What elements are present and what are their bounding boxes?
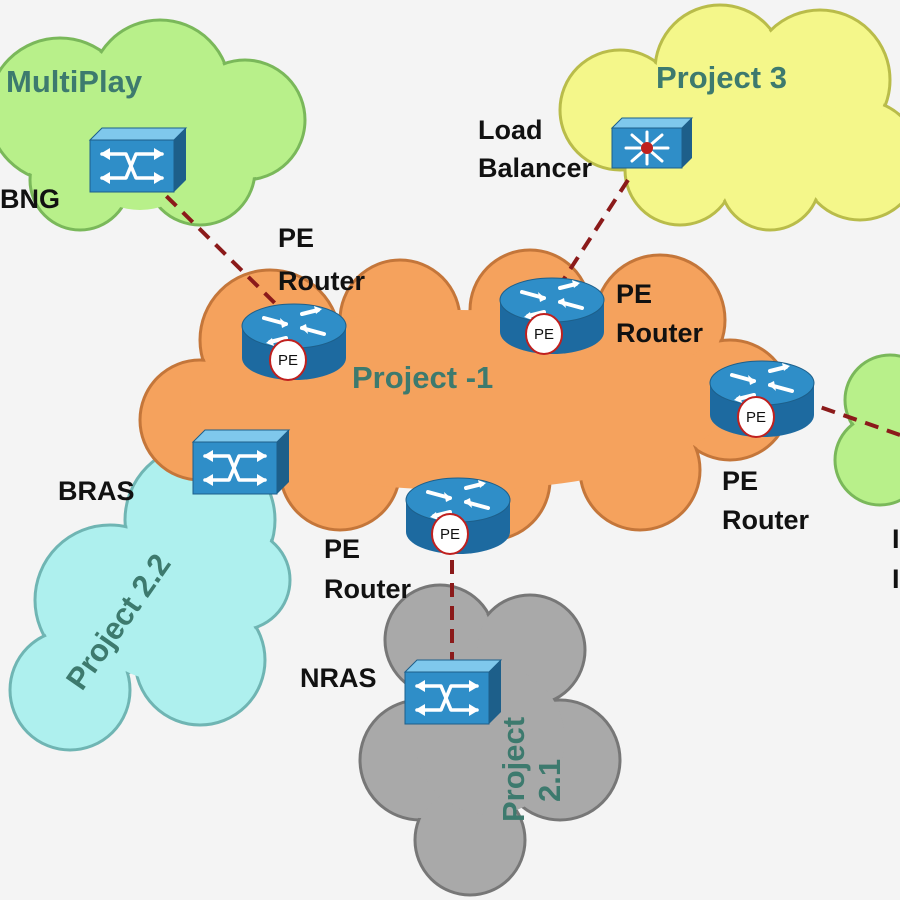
nras-switch-icon bbox=[403, 658, 503, 726]
label-pe-top-left-line1: PE bbox=[278, 223, 314, 253]
link-lb-pe bbox=[558, 178, 630, 287]
link-bng-pe bbox=[148, 178, 294, 322]
label-pe-top-right-line2: Router bbox=[616, 318, 703, 348]
cloud-title-project21: Project 2.1 bbox=[496, 717, 567, 822]
label-pe-top-left-line2: Router bbox=[278, 266, 365, 296]
pe-router-top-right: PE bbox=[498, 276, 606, 356]
cloud-title-project1: Project -1 bbox=[352, 360, 493, 395]
label-nras: NRAS bbox=[300, 663, 377, 693]
pe-badge: PE bbox=[746, 409, 766, 426]
bng-switch-icon bbox=[88, 126, 188, 194]
label-right-edge-line1: I bbox=[892, 524, 900, 554]
cloud-title-project3: Project 3 bbox=[656, 60, 787, 95]
link-pe-right bbox=[799, 398, 900, 437]
label-pe-bottom-line1: PE bbox=[324, 534, 360, 564]
label-pe-top-right-line1: PE bbox=[616, 279, 652, 309]
cloud-right-partial bbox=[833, 353, 900, 507]
pe-badge: PE bbox=[278, 352, 298, 369]
cloud-title-multiplay: MultiPlay bbox=[6, 64, 143, 99]
cloud-project3 bbox=[558, 3, 900, 232]
pe-badge: PE bbox=[534, 326, 554, 343]
pe-router-right: PE bbox=[708, 359, 816, 439]
load-balancer-icon bbox=[610, 116, 694, 170]
label-pe-right-line1: PE bbox=[722, 466, 758, 496]
label-bras: BRAS bbox=[58, 476, 135, 506]
label-right-edge-line2: I bbox=[892, 564, 900, 594]
label-pe-right-line2: Router bbox=[722, 505, 809, 535]
bras-switch-icon bbox=[191, 428, 291, 496]
cloud-project21 bbox=[358, 583, 622, 897]
cloud-project22 bbox=[8, 443, 292, 752]
pe-router-top-left: PE bbox=[240, 302, 348, 382]
label-load-balancer-line1: Load bbox=[478, 115, 543, 145]
cloud-title-project21-line1: Project bbox=[496, 717, 531, 822]
pe-router-bottom: PE bbox=[404, 476, 512, 556]
pe-badge: PE bbox=[440, 526, 460, 543]
label-load-balancer-line2: Balancer bbox=[478, 153, 593, 183]
links bbox=[148, 178, 900, 660]
label-bng: BNG bbox=[0, 184, 60, 214]
label-pe-bottom-line2: Router bbox=[324, 574, 411, 604]
cloud-title-project21-line2: 2.1 bbox=[532, 759, 567, 802]
